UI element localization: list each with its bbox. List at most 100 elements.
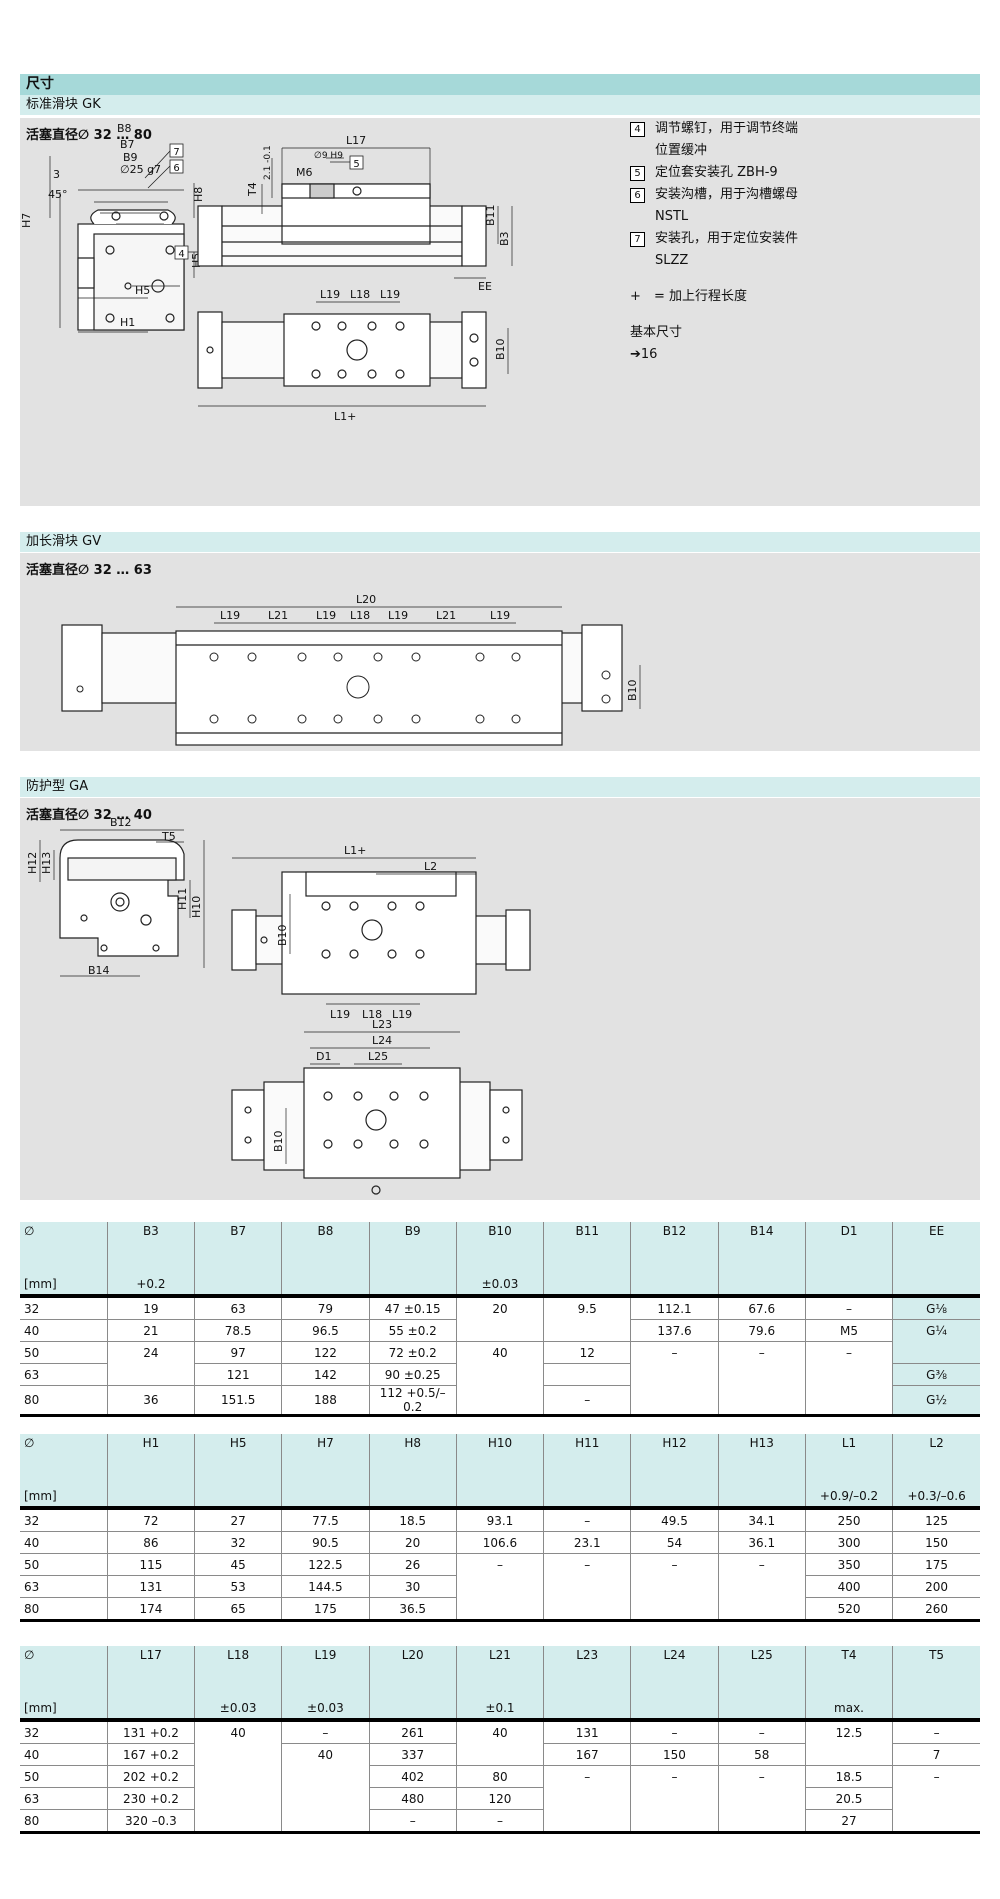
table-cell: – (543, 1765, 631, 1788)
table-cell: – (281, 1720, 370, 1744)
table-cell (804, 1363, 893, 1386)
table-header: L24 (630, 1646, 719, 1720)
table-cell (194, 1809, 282, 1834)
table-header: B9 (368, 1222, 457, 1296)
table-cell: 40 (194, 1720, 282, 1744)
table-header: H5 (194, 1434, 282, 1508)
dim-h1: H1 (120, 316, 135, 329)
table-cell: 24 (106, 1341, 195, 1364)
table-header: L2+0.3/–0.6 (892, 1434, 980, 1508)
gk-callouts (144, 143, 364, 260)
table-cell (630, 1787, 719, 1810)
table-header: EE (892, 1222, 980, 1296)
table-cell (717, 1809, 806, 1834)
table-cell: 167 +0.2 (106, 1743, 195, 1766)
dim-l24: L24 (372, 1034, 392, 1047)
gv-top-view (61, 624, 623, 746)
ga-bottom-view-dims (285, 1031, 460, 1164)
callout-5: 5 (353, 159, 359, 170)
dim-l1: L1+ (344, 844, 366, 857)
table-cell: G⅜ (892, 1363, 980, 1386)
table-cell: 72 (106, 1508, 195, 1532)
table-cell (455, 1597, 544, 1622)
table-cell: 63 (20, 1787, 108, 1810)
dim-d21: 2.1 -0.1 (263, 145, 273, 180)
table-cell: 250 (804, 1508, 893, 1532)
section-subtitle-gv: 加长滑块 GV (20, 532, 980, 552)
dim-b14: B14 (88, 964, 110, 977)
table-cell: 32 (20, 1720, 108, 1744)
table-cell (892, 1341, 980, 1364)
dimension-table-1: ∅[mm] B3+0.2 B7 B8 B9 B10±0.03 B11 B12 B… (20, 1222, 980, 1417)
table-header: B7 (194, 1222, 282, 1296)
table-cell: 49.5 (630, 1508, 719, 1532)
dim-l25: L25 (368, 1050, 388, 1063)
table-cell: 63 (194, 1296, 282, 1320)
dim-t5: T5 (161, 830, 176, 843)
table-cell: 520 (804, 1597, 893, 1622)
table-row: 50 24 97 122 72 ±0.2 40 12 – – – (20, 1341, 980, 1364)
ga-top-view-dims (232, 857, 476, 1005)
table-cell (455, 1575, 544, 1598)
table-cell: – (630, 1720, 719, 1744)
dim-l19a: L19 (330, 1008, 350, 1021)
table-header: L1+0.9/–0.2 (804, 1434, 893, 1508)
dim-b10: B10 (626, 679, 639, 701)
table-cell: – (804, 1341, 893, 1364)
gk-end-view-dims (49, 156, 195, 333)
gk-piston-label: 活塞直径∅ 32 … 80 (26, 128, 152, 143)
dim-d25: ∅25 g7 (120, 163, 161, 176)
table-cell: 79.6 (717, 1319, 806, 1342)
gk-side-view (197, 183, 487, 267)
table-cell: 27 (804, 1809, 893, 1834)
dim-three: 3 (53, 168, 60, 181)
table-cell: 261 (368, 1720, 457, 1744)
table-cell: 125 (892, 1508, 980, 1532)
gk-drawing-panel: 活塞直径∅ 32 … 80 B8 B7 B9 ∅25 g7 H7 (20, 118, 980, 506)
table-cell: 112.1 (630, 1296, 719, 1320)
table-cell: 167 (543, 1743, 631, 1766)
table-cell: 144.5 (281, 1575, 370, 1598)
table-cell: 121 (194, 1363, 282, 1386)
table-cell: 337 (368, 1743, 457, 1766)
table-cell: 78.5 (194, 1319, 282, 1342)
table-header: H13 (717, 1434, 806, 1508)
table-cell: – (717, 1553, 806, 1576)
table-header: L21±0.1 (455, 1646, 544, 1720)
dim-l19c: L19 (388, 609, 408, 622)
table-cell (630, 1363, 719, 1386)
table-cell: – (717, 1341, 806, 1364)
table-header: L20 (368, 1646, 457, 1720)
dim-m6: M6 (296, 166, 313, 179)
table-cell: 400 (804, 1575, 893, 1598)
table-header: H8 (368, 1434, 457, 1508)
table-cell: – (717, 1720, 806, 1744)
table-cell: – (630, 1341, 719, 1364)
table-cell: – (455, 1553, 544, 1576)
table-cell (543, 1319, 631, 1342)
legend-ref: ➔16 (630, 347, 658, 362)
table-cell: G⅛ (892, 1296, 980, 1320)
table-cell (455, 1743, 544, 1766)
table-cell: 79 (281, 1296, 370, 1320)
callout-4: 4 (178, 249, 184, 260)
table-cell (543, 1363, 631, 1386)
legend-plus: += 加上行程长度 (630, 289, 748, 304)
table-cell: 300 (804, 1531, 893, 1554)
table-cell: 32 (20, 1508, 108, 1532)
table-cell: – (630, 1765, 719, 1788)
table-cell: 54 (630, 1531, 719, 1554)
table-cell: 120 (455, 1787, 544, 1810)
dim-b12: B12 (110, 816, 132, 829)
table-header: L18±0.03 (194, 1646, 282, 1720)
table-cell: M5 (804, 1319, 893, 1342)
gk-top-view-dims (198, 301, 509, 407)
table-header: ∅[mm] (20, 1646, 108, 1720)
table-cell (804, 1385, 893, 1417)
table-cell: – (892, 1765, 980, 1788)
dim-h10: H10 (190, 896, 203, 918)
